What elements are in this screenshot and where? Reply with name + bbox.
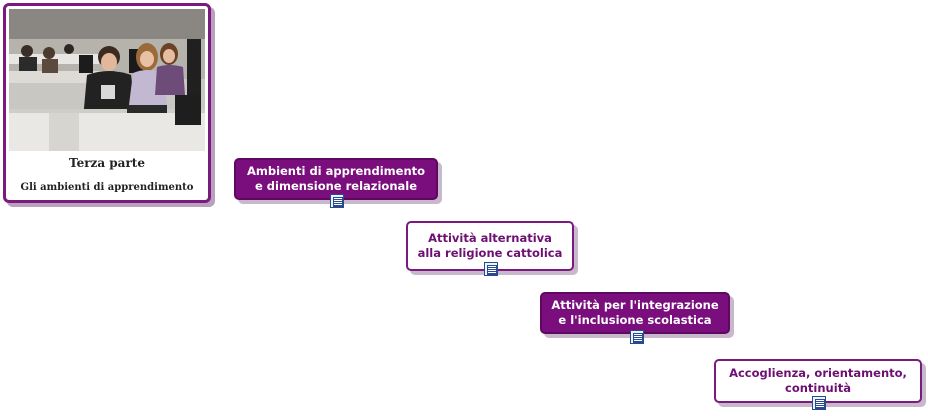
classroom-photo (9, 9, 205, 151)
note-icon[interactable] (484, 262, 498, 276)
topic-label: Attività alternativa alla religione catt… (418, 231, 563, 261)
central-topic-card[interactable]: Terza parte Gli ambienti di apprendiment… (3, 3, 211, 203)
topic-label: Attività per l'integrazione e l'inclusio… (551, 298, 718, 328)
topic-label: Ambienti di apprendimento e dimensione r… (247, 164, 425, 194)
topic-label: Accoglienza, orientamento, continuità (729, 366, 907, 396)
central-subtitle: Gli ambienti di apprendimento (6, 182, 208, 193)
note-icon[interactable] (330, 194, 344, 208)
note-icon[interactable] (812, 396, 826, 410)
central-title: Terza parte (6, 156, 208, 170)
note-icon[interactable] (630, 330, 644, 344)
topic-node-integrazione[interactable]: Attività per l'integrazione e l'inclusio… (540, 292, 730, 334)
